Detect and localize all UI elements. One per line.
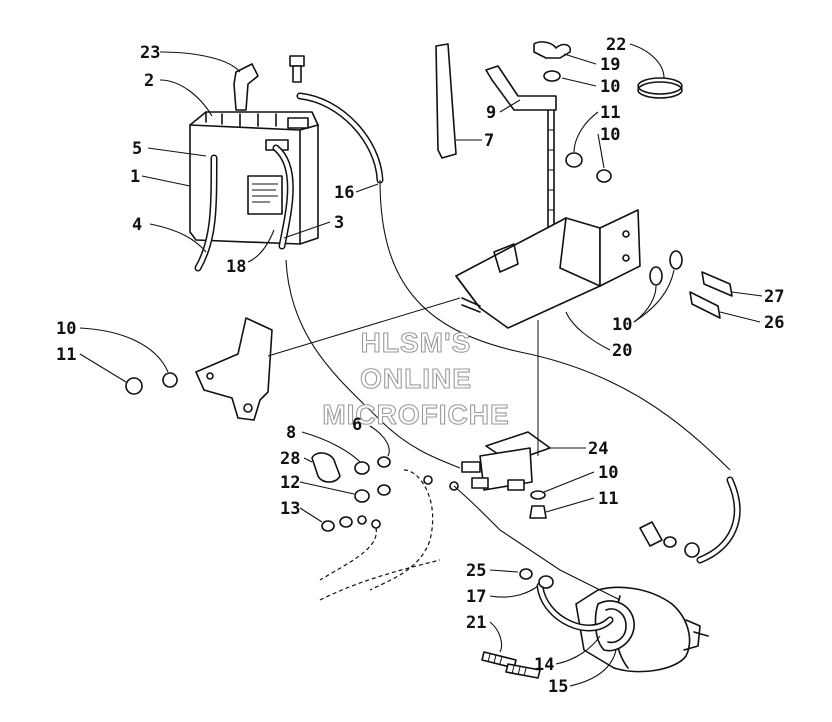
callout-9: 9 (486, 103, 496, 123)
stud-21b (505, 663, 541, 679)
nut-11-left (125, 377, 143, 395)
callout-27: 27 (764, 287, 784, 307)
callout-10-right: 10 (600, 125, 620, 145)
callout-4: 4 (132, 215, 142, 235)
callout-28: 28 (280, 449, 300, 469)
nut-13 (321, 520, 335, 532)
callout-11-sol: 11 (598, 489, 618, 509)
hold-down-strap (435, 43, 457, 159)
boot-28 (311, 452, 341, 483)
washer-19 (543, 70, 561, 82)
battery-terminal-2 (287, 117, 309, 129)
watermark-line1: HLSM'S (361, 327, 472, 358)
battery-label (247, 175, 283, 215)
nut-11-sol (529, 505, 547, 519)
nut-11 (565, 152, 583, 168)
callout-1: 1 (130, 167, 140, 187)
callout-10-top: 10 (600, 77, 620, 97)
battery-tray (455, 209, 641, 329)
callout-23: 23 (140, 43, 160, 63)
callout-2: 2 (144, 71, 154, 91)
washer-13 (339, 516, 353, 528)
callout-12: 12 (280, 473, 300, 493)
nut-8 (354, 461, 370, 475)
terminal-bolt (289, 55, 305, 83)
left-bracket (195, 317, 273, 421)
callout-24: 24 (588, 439, 608, 459)
washer-26 (649, 266, 663, 286)
terminal-cap (233, 63, 259, 111)
callout-11-top: 11 (600, 103, 620, 123)
callout-22: 22 (606, 35, 626, 55)
callout-10-sol: 10 (598, 463, 618, 483)
callout-10-left: 10 (56, 319, 76, 339)
washer-10-left (162, 372, 178, 388)
washer-12 (377, 484, 391, 496)
washer-10 (596, 169, 612, 183)
watermark-line3: MICROFICHE (322, 399, 509, 430)
starter-solenoid (461, 431, 551, 491)
callout-8: 8 (286, 423, 296, 443)
callout-18: 18 (226, 257, 246, 277)
callout-15: 15 (548, 677, 568, 697)
callout-13: 13 (280, 499, 300, 519)
callout-5: 5 (132, 139, 142, 159)
callout-6: 6 (352, 415, 362, 435)
cable-strap (637, 77, 683, 99)
watermark: HLSM'S ONLINE MICROFICHE (322, 326, 509, 430)
callout-10-tray: 10 (612, 315, 632, 335)
callout-11-left: 11 (56, 345, 76, 365)
wing-nut (533, 41, 572, 59)
bolt-26 (689, 291, 721, 319)
callout-14: 14 (534, 655, 554, 675)
hold-down-bracket (485, 65, 557, 111)
callout-17: 17 (466, 587, 486, 607)
bolt-27 (701, 271, 733, 297)
washer-27 (669, 250, 683, 270)
callout-7: 7 (484, 131, 494, 151)
callout-16: 16 (334, 183, 354, 203)
nut-25 (519, 568, 533, 580)
washer-6 (377, 456, 391, 468)
callout-26: 26 (764, 313, 784, 333)
callout-21: 21 (466, 613, 486, 633)
washer-10-sol (530, 490, 546, 500)
callout-labels: 23 2 5 1 4 18 3 16 7 9 19 10 11 10 22 27… (56, 35, 784, 697)
watermark-line2: ONLINE (360, 363, 472, 394)
bolt-lower (639, 521, 663, 547)
callout-3: 3 (334, 213, 344, 233)
callout-20: 20 (612, 341, 632, 361)
nut-12 (354, 489, 370, 503)
callout-19: 19 (600, 55, 620, 75)
callout-25: 25 (466, 561, 486, 581)
callout-leaders (79, 43, 763, 687)
